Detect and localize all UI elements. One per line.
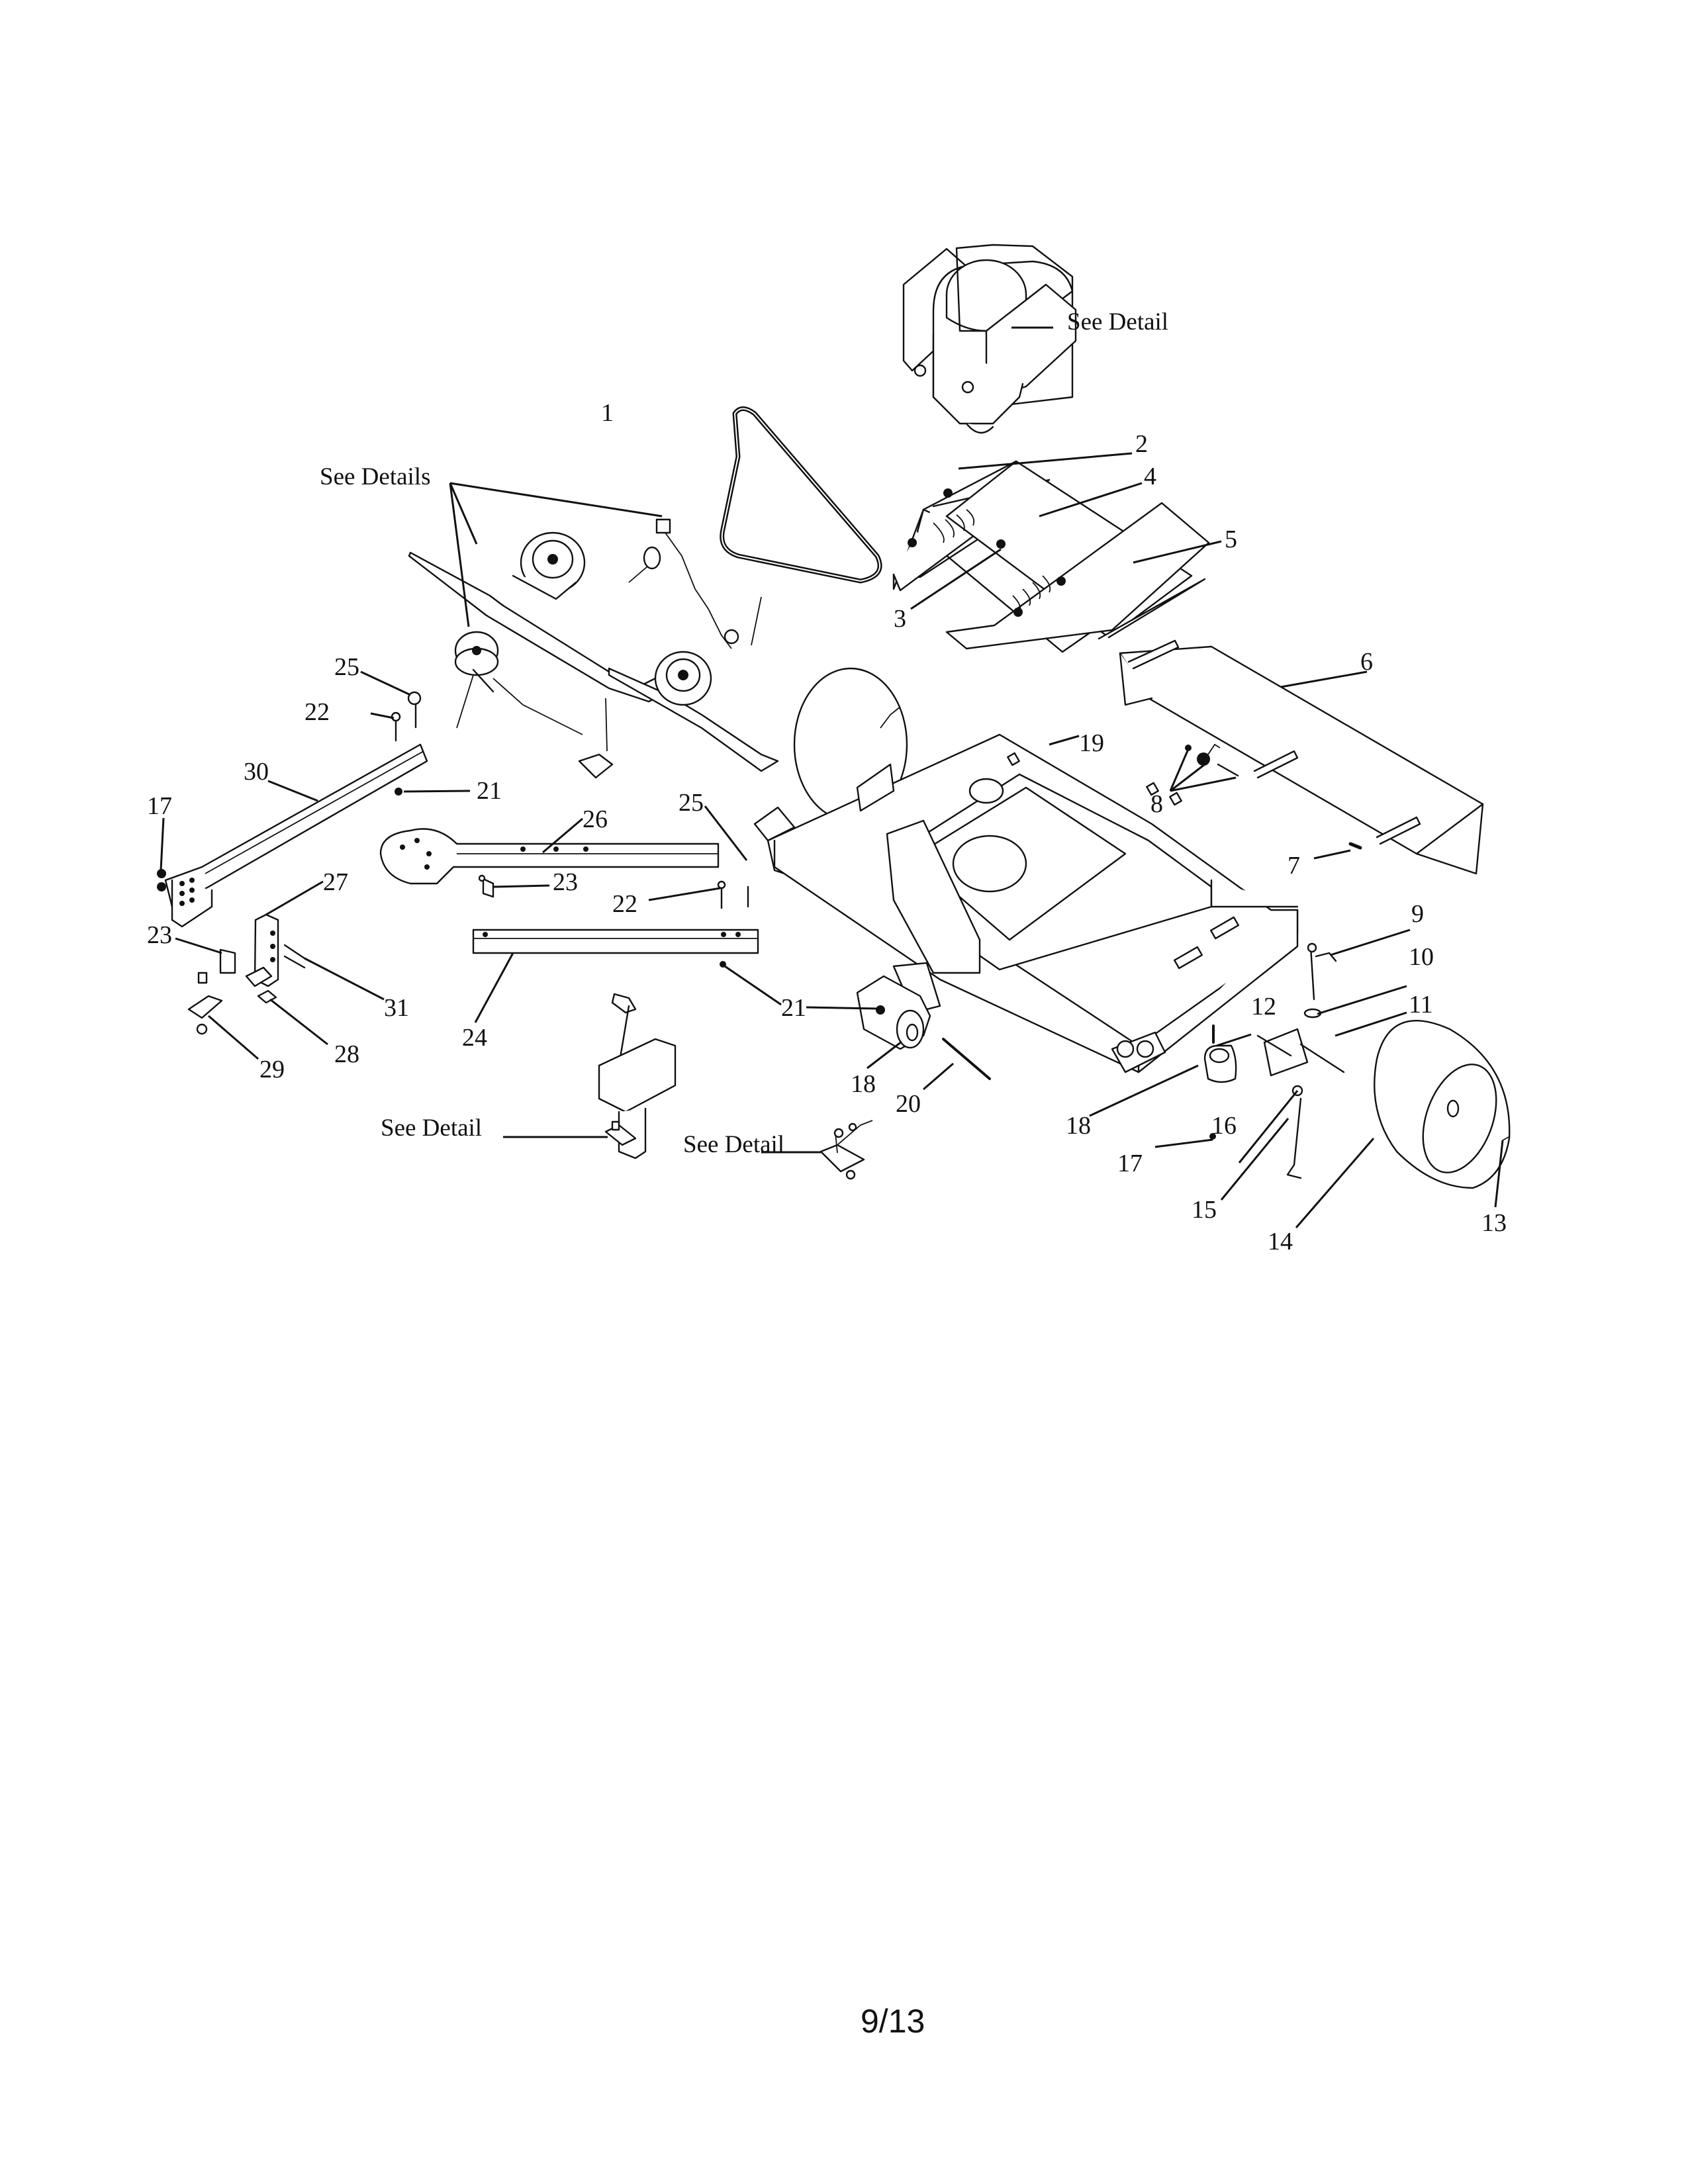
callout-27[interactable]: 27 xyxy=(323,868,348,896)
lever-see-detail[interactable]: See Detail xyxy=(381,1115,482,1142)
callout-2[interactable]: 2 xyxy=(1135,430,1148,458)
callout-24[interactable]: 24 xyxy=(462,1024,487,1052)
callout-31[interactable]: 31 xyxy=(384,994,409,1022)
callout-21b[interactable]: 21 xyxy=(781,994,806,1022)
callout-8[interactable]: 8 xyxy=(1150,790,1163,818)
discharge-chute-drawing xyxy=(1119,639,1484,875)
callout-21a[interactable]: 21 xyxy=(477,777,502,805)
height-adjuster-drawing xyxy=(821,1120,873,1180)
callout-11[interactable]: 11 xyxy=(1409,991,1433,1019)
callout-4[interactable]: 4 xyxy=(1144,463,1156,490)
chute-spring-drawing xyxy=(1185,743,1239,777)
engine-drawing xyxy=(902,244,1077,433)
callout-18a[interactable]: 18 xyxy=(851,1070,876,1098)
callout-22b[interactable]: 22 xyxy=(612,890,637,918)
tow-arm-drawing xyxy=(379,828,720,885)
deck-drawing xyxy=(753,667,1299,1073)
callout-14[interactable]: 14 xyxy=(1268,1228,1293,1255)
callout-17a[interactable]: 17 xyxy=(1117,1150,1143,1177)
callout-13[interactable]: 13 xyxy=(1481,1209,1507,1237)
callout-16[interactable]: 16 xyxy=(1211,1112,1237,1140)
callout-28[interactable]: 28 xyxy=(334,1040,359,1068)
callout-29[interactable]: 29 xyxy=(259,1056,285,1083)
callout-25a[interactable]: 25 xyxy=(334,653,359,681)
wheel-drawing xyxy=(1374,1020,1511,1189)
control-lever-drawing xyxy=(598,993,677,1160)
callout-26[interactable]: 26 xyxy=(583,805,608,833)
belt-drawing xyxy=(720,406,882,584)
callout-22a[interactable]: 22 xyxy=(305,698,330,726)
callout-10[interactable]: 10 xyxy=(1409,943,1434,971)
callout-1[interactable]: 1 xyxy=(601,399,614,427)
pins-lower-drawing xyxy=(478,874,749,909)
page-number: 9/13 xyxy=(861,2003,925,2040)
callout-25b[interactable]: 25 xyxy=(679,789,704,817)
rollers-drawing xyxy=(856,975,1237,1140)
callout-12[interactable]: 12 xyxy=(1251,993,1276,1021)
caster-assembly-drawing xyxy=(1256,942,1345,1179)
lift-bar-drawing xyxy=(472,929,759,968)
callout-6[interactable]: 6 xyxy=(1360,648,1373,676)
callout-18b[interactable]: 18 xyxy=(1066,1112,1091,1140)
belt-shields-drawing xyxy=(892,460,1210,653)
blades-see-details[interactable]: See Details xyxy=(320,463,430,490)
callout-labels: 1 2 3 4 5 6 7 8 9 10 11 12 13 14 15 16 1… xyxy=(147,399,1507,1255)
callout-17b[interactable]: 17 xyxy=(147,792,172,820)
callout-15[interactable]: 15 xyxy=(1192,1196,1217,1224)
callout-9[interactable]: 9 xyxy=(1411,900,1424,928)
callout-23a[interactable]: 23 xyxy=(147,921,172,949)
blade-pulley-assemblies-drawing xyxy=(408,518,779,779)
pins-upper-drawing xyxy=(391,691,422,796)
adjuster-see-detail[interactable]: See Detail xyxy=(683,1131,784,1158)
tongue-drawing xyxy=(157,743,428,928)
callout-19[interactable]: 19 xyxy=(1079,729,1104,757)
callout-5[interactable]: 5 xyxy=(1225,525,1237,553)
callout-3[interactable]: 3 xyxy=(894,605,906,633)
callout-30[interactable]: 30 xyxy=(244,758,269,786)
callout-23b[interactable]: 23 xyxy=(553,868,578,896)
engine-see-detail[interactable]: See Detail xyxy=(1067,308,1168,336)
hitch-post-drawing xyxy=(187,913,306,1035)
callout-7[interactable]: 7 xyxy=(1288,852,1300,880)
callout-20[interactable]: 20 xyxy=(896,1090,921,1118)
